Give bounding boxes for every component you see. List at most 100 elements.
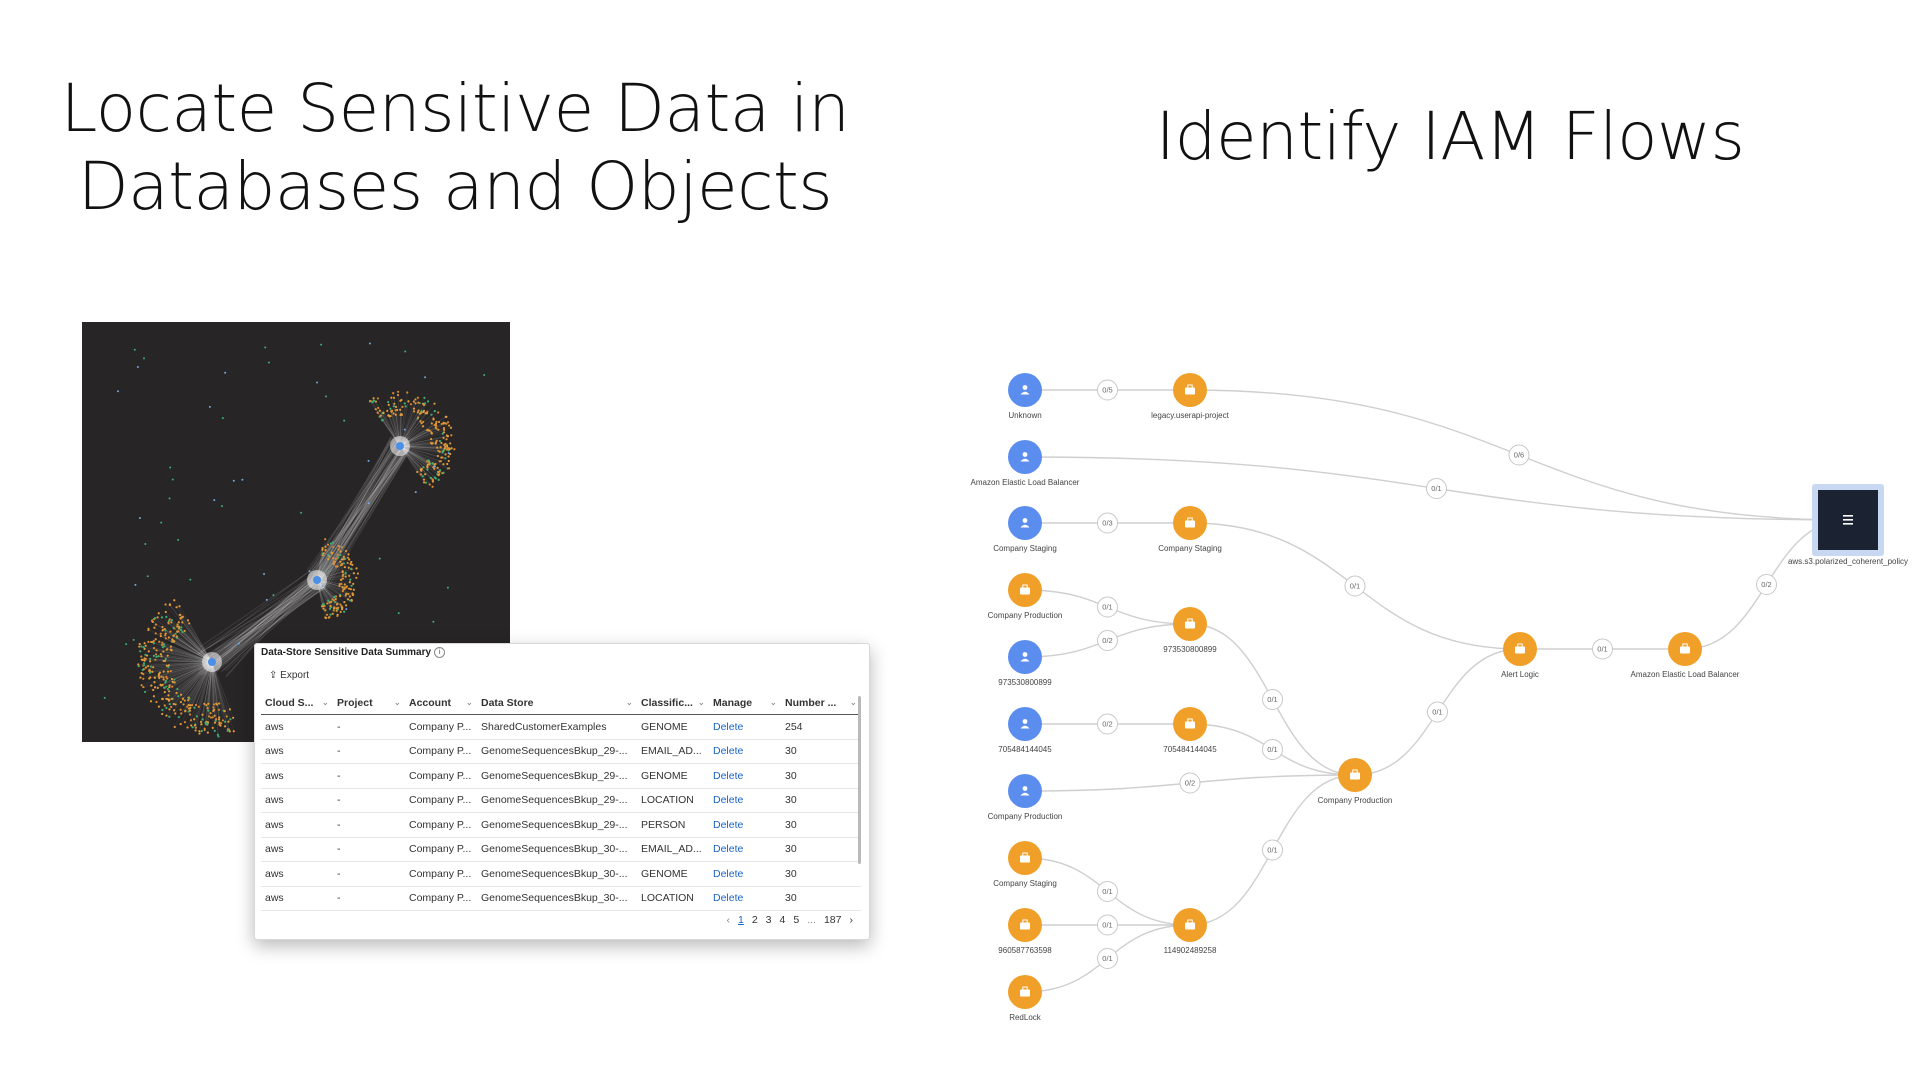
edge-count-badge[interactable]: 0/1 <box>1097 948 1118 969</box>
briefcase-icon <box>1680 643 1690 654</box>
resource-node[interactable]: 114902489258 <box>1164 908 1217 955</box>
edge-count-label: 0/1 <box>1432 708 1442 717</box>
chevron-right-icon[interactable]: › <box>849 914 854 926</box>
user-icon <box>1020 518 1030 528</box>
delete-link[interactable]: Delete <box>709 812 781 838</box>
resource-node[interactable]: 960587763598 <box>998 908 1052 955</box>
identity-node[interactable]: Company Production <box>988 774 1063 821</box>
chevron-down-icon[interactable]: ⌄ <box>769 697 777 707</box>
column-header-label: Cloud S... <box>265 697 314 709</box>
node-label: Company Production <box>988 611 1063 620</box>
chevron-down-icon[interactable]: ⌄ <box>465 697 473 707</box>
page-link[interactable]: 3 <box>765 914 772 926</box>
node-label: Amazon Elastic Load Balancer <box>1631 670 1740 679</box>
resource-node[interactable]: Amazon Elastic Load Balancer <box>1631 632 1740 679</box>
chevron-down-icon[interactable]: ⌄ <box>625 697 633 707</box>
resource-node[interactable]: RedLock <box>1008 975 1042 1022</box>
resource-node[interactable]: 973530800899 <box>1163 607 1217 654</box>
edge-count-label: 0/2 <box>1761 580 1771 589</box>
column-header[interactable]: Number ...⌄ <box>781 692 861 715</box>
briefcase-icon <box>1185 517 1195 528</box>
resource-node[interactable]: Alert Logic <box>1501 632 1539 679</box>
edge-count-badge[interactable]: 0/2 <box>1097 713 1118 735</box>
delete-link[interactable]: Delete <box>709 763 781 789</box>
resource-node[interactable]: Company Production <box>1318 758 1393 805</box>
edge-count-badge[interactable]: 0/2 <box>1097 630 1118 651</box>
chevron-down-icon[interactable]: ⌄ <box>393 697 401 707</box>
edge-count-badge[interactable]: 0/1 <box>1262 689 1283 710</box>
identity-node[interactable]: 705484144045 <box>998 707 1052 754</box>
column-header[interactable]: Data Store⌄ <box>477 692 637 715</box>
delete-link[interactable]: Delete <box>709 886 781 911</box>
table-header-row: Cloud S...⌄Project⌄Account⌄Data Store⌄Cl… <box>261 692 861 715</box>
delete-link[interactable]: Delete <box>709 714 781 740</box>
chevron-left-icon[interactable]: ‹ <box>726 914 730 926</box>
edge-count-badge[interactable]: 0/1 <box>1592 638 1613 660</box>
export-button[interactable]: ⇪ Export <box>269 670 309 681</box>
table-cell: aws <box>261 763 333 789</box>
identity-node[interactable]: Company Staging <box>993 506 1057 553</box>
info-icon[interactable]: i <box>434 647 446 658</box>
edge-count-badge[interactable]: 0/1 <box>1262 739 1283 760</box>
resource-node[interactable]: Company Staging <box>1158 506 1222 553</box>
delete-link[interactable]: Delete <box>709 788 781 813</box>
resource-node[interactable]: Company Production <box>988 573 1063 620</box>
column-header[interactable]: Project⌄ <box>333 692 405 715</box>
edge-count-badge[interactable]: 0/1 <box>1427 701 1448 723</box>
table-cell: - <box>333 788 405 813</box>
document-icon <box>1843 515 1853 525</box>
resource-node[interactable]: Company Staging <box>993 841 1057 888</box>
resource-node[interactable]: 705484144045 <box>1163 707 1217 754</box>
column-header[interactable]: Account⌄ <box>405 692 477 715</box>
edge-count-badge[interactable]: 0/1 <box>1344 575 1366 597</box>
column-header[interactable]: Cloud S... ⌄ <box>261 692 333 715</box>
page-link[interactable]: 1 <box>737 914 744 926</box>
column-header[interactable]: Classific...⌄ <box>637 692 709 715</box>
edge-count-badge[interactable]: 0/1 <box>1262 839 1283 861</box>
resource-node[interactable]: legacy.userapi-project <box>1151 373 1230 420</box>
edge-count-label: 0/1 <box>1267 745 1277 754</box>
edge-count-badge[interactable]: 0/3 <box>1097 512 1118 534</box>
node-label: 973530800899 <box>998 678 1052 687</box>
identity-node[interactable]: Unknown <box>1008 373 1042 420</box>
column-header[interactable]: Manage⌄ <box>709 692 781 715</box>
edge-count-label: 0/1 <box>1597 645 1607 654</box>
edge-count-badge[interactable]: 0/2 <box>1179 772 1201 794</box>
delete-link[interactable]: Delete <box>709 739 781 764</box>
table-cell: Company P... <box>405 812 477 838</box>
table-cell: - <box>333 837 405 862</box>
node-label: Company Staging <box>1158 544 1222 553</box>
identity-node[interactable]: Amazon Elastic Load Balancer <box>971 440 1080 487</box>
delete-link[interactable]: Delete <box>709 837 781 862</box>
page-link-last[interactable]: 187 <box>823 914 842 926</box>
edge-count-badge[interactable]: 0/2 <box>1756 574 1777 595</box>
page-link[interactable]: 4 <box>779 914 786 926</box>
table-cell: 254 <box>781 714 861 740</box>
edge-count-badge[interactable]: 0/1 <box>1097 596 1118 618</box>
briefcase-icon <box>1185 718 1195 729</box>
chevron-down-icon[interactable]: ⌄ <box>849 697 857 707</box>
chevron-down-icon[interactable]: ⌄ <box>697 697 705 707</box>
edge-count-badge[interactable]: 0/5 <box>1097 379 1118 401</box>
table-cell: aws <box>261 837 333 862</box>
delete-link[interactable]: Delete <box>709 861 781 887</box>
edge-count-badge[interactable]: 0/6 <box>1508 444 1530 466</box>
edge-count-badge[interactable]: 0/1 <box>1097 881 1118 902</box>
edge-count-label: 0/1 <box>1102 921 1112 930</box>
table-cell: 30 <box>781 788 861 813</box>
identity-node[interactable]: 973530800899 <box>998 640 1052 687</box>
edge-count-badge[interactable]: 0/1 <box>1097 914 1118 936</box>
node-label: legacy.userapi-project <box>1151 411 1229 420</box>
policy-node[interactable]: aws.s3.polarized_coherent_policy <box>1788 484 1908 566</box>
briefcase-icon <box>1020 852 1030 863</box>
edge-count-badge[interactable]: 0/1 <box>1426 478 1447 499</box>
page-link[interactable]: 5 <box>793 914 800 926</box>
chevron-down-icon[interactable]: ⌄ <box>321 697 329 707</box>
table-row: aws-Company P...GenomeSequencesBkup_29-.… <box>261 788 861 813</box>
table-scrollbar[interactable] <box>858 696 861 864</box>
user-icon <box>1020 652 1030 662</box>
page-link[interactable]: 2 <box>751 914 758 926</box>
